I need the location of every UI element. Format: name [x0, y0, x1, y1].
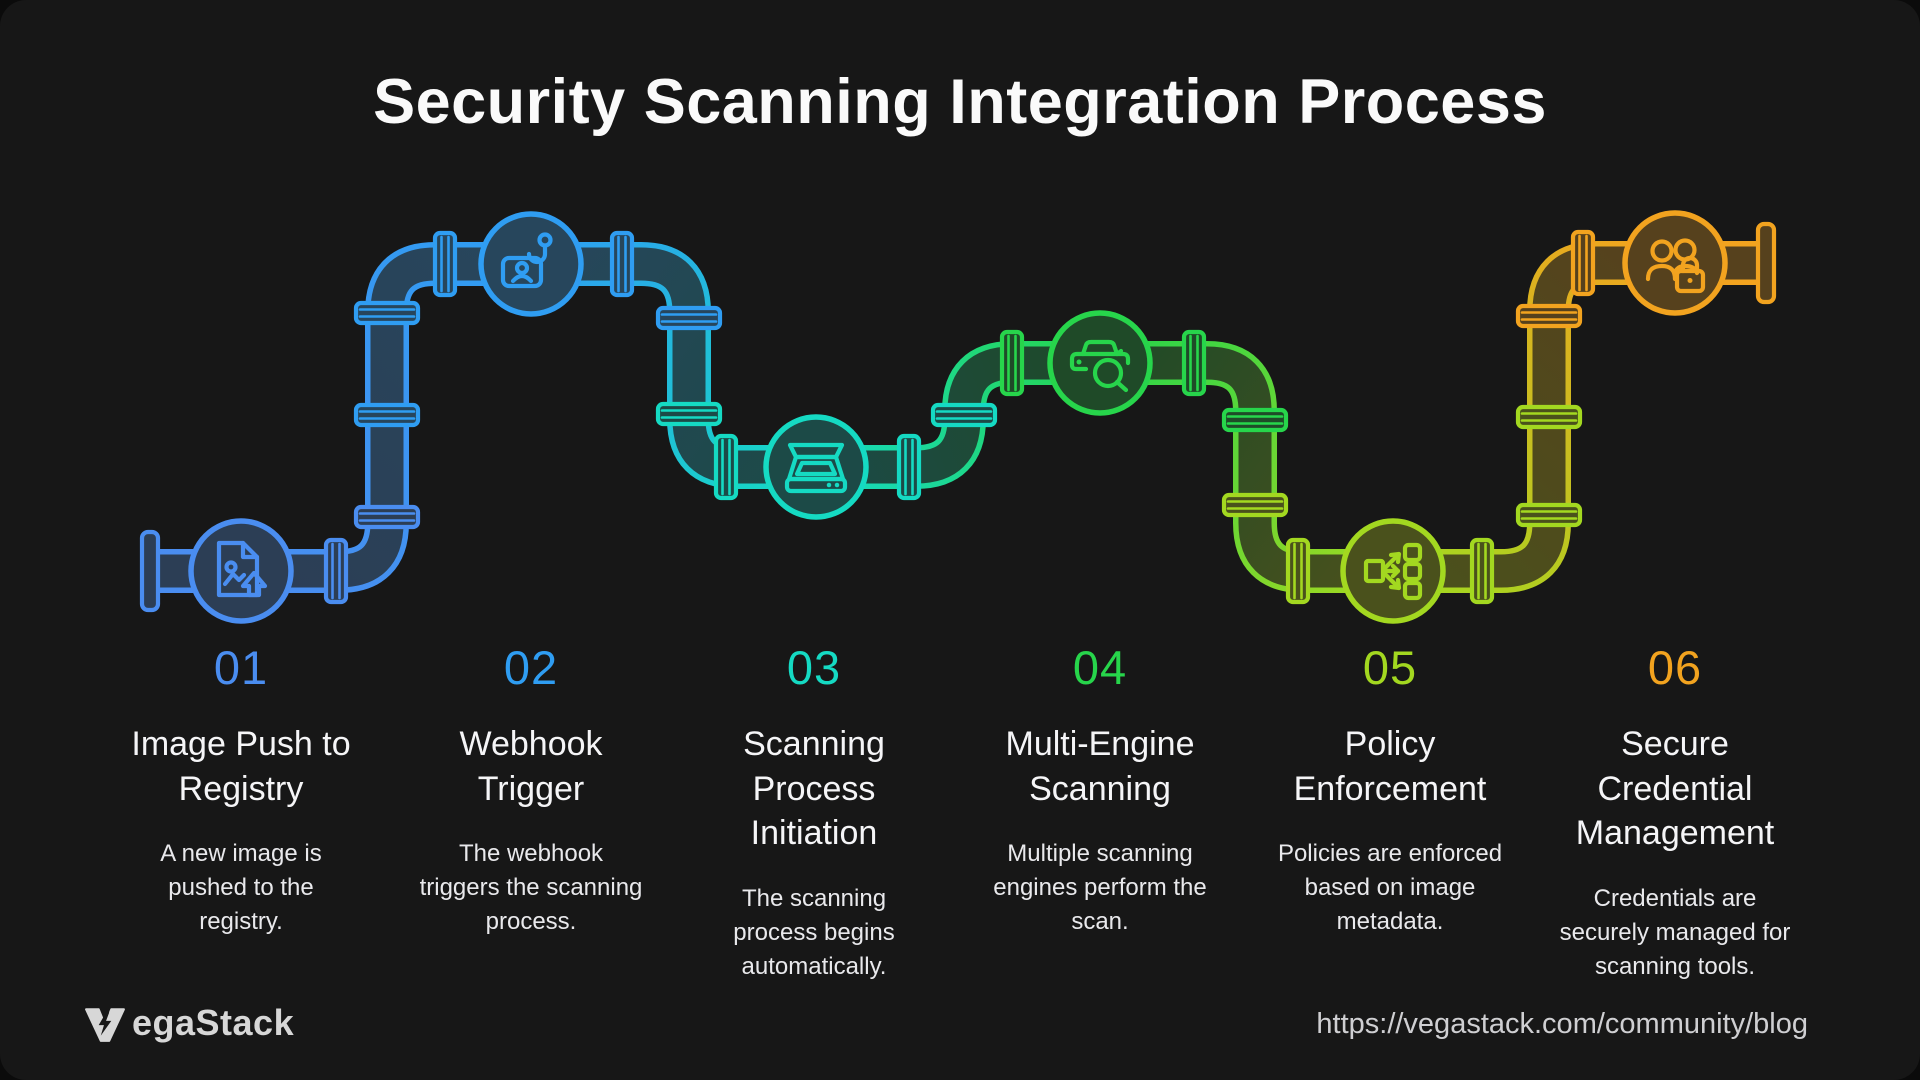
node-icon-layer — [216, 232, 1706, 601]
node-circle-2 — [478, 211, 584, 317]
webhook-trigger-icon — [500, 232, 553, 289]
step-number: 02 — [503, 641, 559, 694]
pipe-flange — [1755, 221, 1777, 305]
step-description: Policies are enforced based on image met… — [1277, 840, 1503, 935]
step-column-3: 03 Scanning Process Initiation The scann… — [664, 642, 964, 983]
step-number: 05 — [1362, 641, 1418, 694]
step-number: 06 — [1647, 641, 1703, 694]
pipe-flange — [139, 529, 161, 613]
pipe-flange — [1181, 329, 1207, 397]
pipe-flange — [1469, 537, 1495, 605]
step-title: Image Push to Registry — [131, 724, 351, 808]
pipe-flange — [1221, 492, 1289, 518]
step-title: Multi-Engine Scanning — [1005, 724, 1195, 808]
step-column-5: 05 Policy Enforcement Policies are enfor… — [1240, 642, 1540, 938]
footer-url: https://vegastack.com/community/blog — [1316, 1008, 1808, 1040]
vegastack-logo: egaStack — [84, 1002, 294, 1044]
node-circle-1 — [188, 518, 294, 624]
step-column-2: 02 Webhook Trigger The webhook triggers … — [381, 642, 681, 938]
node-circle-3 — [763, 414, 869, 520]
image-push-icon — [216, 540, 268, 598]
step-number: 01 — [213, 641, 269, 694]
step-column-4: 04 Multi-Engine Scanning Multiple scanni… — [950, 642, 1250, 938]
step-description: Credentials are securely managed for sca… — [1559, 885, 1791, 980]
step-description: A new image is pushed to the registry. — [160, 840, 322, 935]
pipe-flange — [999, 329, 1025, 397]
pipe-flange — [323, 537, 349, 605]
pipe-flange — [713, 433, 739, 501]
pipe-flange — [432, 230, 458, 298]
pipe-flange — [896, 433, 922, 501]
pipe-flange — [609, 230, 635, 298]
pipe-flange — [353, 300, 421, 326]
pipe-flange-layer — [139, 221, 1777, 613]
pipe-flange — [1515, 404, 1583, 430]
pipe-flange — [930, 402, 998, 428]
pipe-flange — [353, 402, 421, 428]
pipe-flange — [1221, 407, 1289, 433]
pipe-flange — [1285, 537, 1311, 605]
step-description: The webhook triggers the scanning proces… — [419, 840, 643, 935]
policy-routing-icon — [1363, 542, 1423, 601]
credential-lock-icon — [1645, 238, 1706, 294]
step-description: The scanning process begins automaticall… — [733, 885, 895, 980]
scanner-icon — [784, 442, 848, 494]
step-number: 03 — [786, 641, 842, 694]
page-title: Security Scanning Integration Process — [373, 67, 1547, 137]
step-title: Scanning Process Initiation — [743, 724, 885, 853]
vegastack-logo-icon — [85, 1008, 125, 1042]
multi-engine-scan-icon — [1069, 339, 1131, 393]
pipe-flange — [1570, 229, 1596, 297]
step-number: 04 — [1072, 641, 1128, 694]
pipe-flange — [1515, 502, 1583, 528]
pipe-flange — [655, 305, 723, 331]
step-column-1: 01 Image Push to Registry A new image is… — [91, 642, 391, 938]
step-column-6: 06 Secure Credential Management Credenti… — [1525, 642, 1825, 983]
node-circle-6 — [1622, 210, 1728, 316]
step-title: Policy Enforcement — [1293, 724, 1487, 808]
step-title: Webhook Trigger — [459, 724, 603, 808]
pipe-flange — [353, 504, 421, 530]
pipe-flange — [1515, 303, 1583, 329]
step-title: Secure Credential Management — [1575, 724, 1775, 853]
pipe-flange — [655, 401, 723, 427]
brand-name: egaStack — [132, 1002, 295, 1043]
step-description: Multiple scanning engines perform the sc… — [993, 840, 1207, 935]
